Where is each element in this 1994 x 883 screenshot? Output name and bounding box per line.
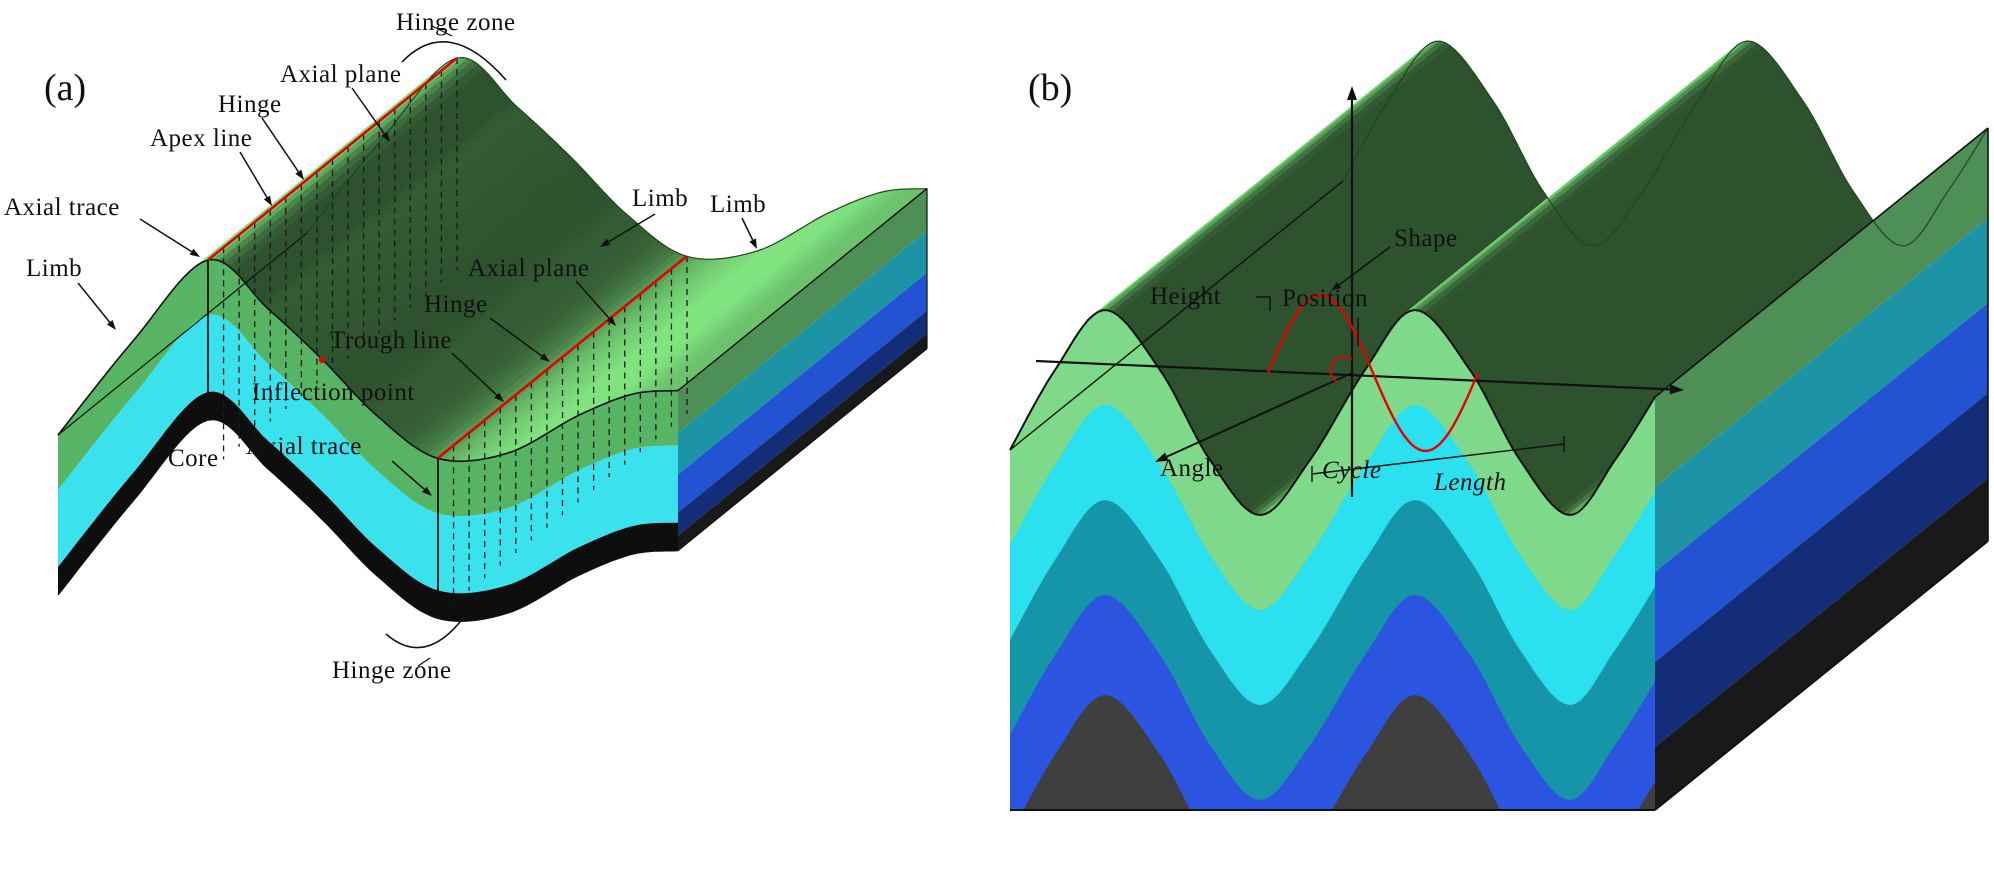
- panel-b-tag: (b): [1028, 67, 1072, 109]
- label-position: Position: [1282, 285, 1368, 312]
- panel-a-tag: (a): [44, 67, 86, 109]
- label-length: Length: [1433, 469, 1506, 496]
- label-axial-plane-lower: Axial plane: [468, 255, 589, 282]
- label-axial-trace-lower: Axial trace: [246, 433, 362, 460]
- label-core: Core: [168, 445, 219, 472]
- label-angle: Angle: [1160, 455, 1224, 482]
- label-apex-line: Apex line: [150, 125, 252, 152]
- label-hinge-upper: Hinge: [218, 91, 282, 118]
- panel-b-graphics: [1009, 40, 1989, 811]
- label-hinge-zone-bottom: Hinge zone: [332, 657, 452, 684]
- label-trough-line: Trough line: [330, 327, 452, 354]
- label-axial-trace-left: Axial trace: [4, 194, 120, 221]
- label-limb-right-a: Limb: [632, 185, 688, 212]
- label-hinge-lower: Hinge: [424, 291, 488, 318]
- label-inflection-point: Inflection point: [252, 379, 415, 406]
- label-cycle: Cycle: [1322, 457, 1381, 484]
- label-limb-left: Limb: [26, 255, 82, 282]
- label-hinge-zone-top: Hinge zone: [396, 9, 516, 36]
- label-shape: Shape: [1394, 225, 1458, 252]
- panel-a-graphics: [57, 25, 929, 667]
- label-height: Height: [1150, 283, 1221, 310]
- label-limb-right-b: Limb: [710, 191, 766, 218]
- label-axial-plane-upper: Axial plane: [280, 61, 401, 88]
